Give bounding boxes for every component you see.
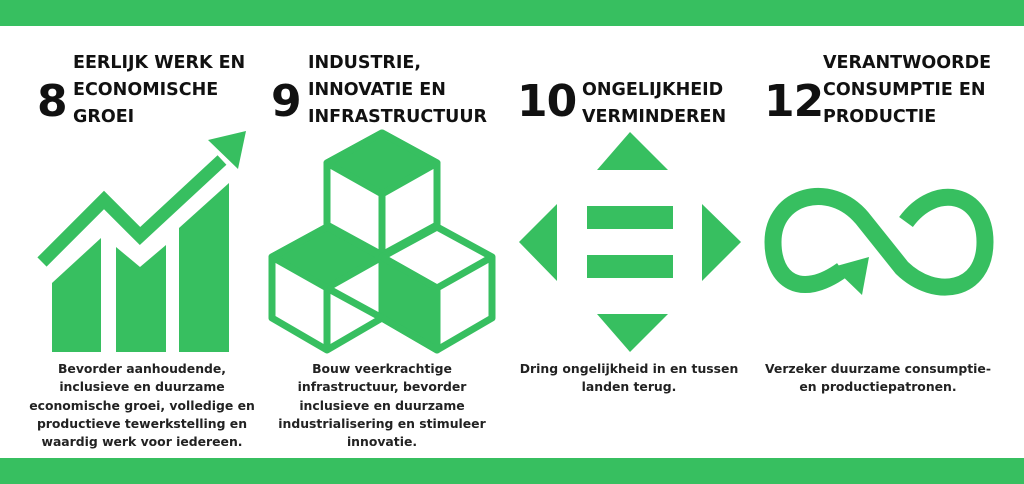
arrow-left-icon — [519, 204, 557, 281]
goal-12-number: 12 — [764, 76, 824, 127]
title-line: INNOVATIE EN — [308, 80, 446, 100]
goal-9-description: Bouw veerkrachtige infrastructuur, bevor… — [278, 361, 486, 450]
goal-10-number: 10 — [517, 76, 577, 127]
bottom-banner-bar — [0, 458, 1024, 484]
growth-chart-icon — [37, 131, 246, 352]
title-line: VERMINDEREN — [582, 107, 727, 127]
title-line: VERANTWOORDE — [823, 53, 992, 73]
goal-9-number: 9 — [271, 76, 302, 127]
goal-8-description: Bevorder aanhoudende, inclusieve en duur… — [29, 361, 255, 450]
goal-10-title: ONGELIJKHEID VERMINDEREN — [582, 77, 726, 131]
arrow-right-icon — [702, 204, 741, 281]
goal-8-number: 8 — [37, 76, 68, 127]
infinity-arrow-icon — [764, 188, 994, 296]
title-line: INFRASTRUCTUUR — [308, 107, 488, 127]
title-line: GROEI — [73, 107, 135, 127]
title-line: PRODUCTIE — [823, 107, 937, 127]
top-banner-bar — [0, 0, 1024, 26]
equals-bar-top — [587, 206, 673, 229]
equals-bar-bottom — [587, 255, 673, 278]
title-line: INDUSTRIE, — [308, 53, 422, 73]
goal-8-title: EERLIJK WERK EN ECONOMISCHE GROEI — [73, 50, 245, 131]
title-line: ECONOMISCHE — [73, 80, 219, 100]
cubes-icon — [268, 129, 496, 354]
goal-12-title: VERANTWOORDE CONSUMPTIE EN PRODUCTIE — [823, 50, 991, 131]
arrow-up-icon — [597, 132, 668, 170]
equality-arrows-icon — [519, 132, 741, 352]
title-line: ONGELIJKHEID — [582, 80, 724, 100]
goal-10-description: Dring ongelijkheid in en tussen landen t… — [519, 361, 739, 395]
title-line: EERLIJK WERK EN — [73, 53, 246, 73]
arrow-down-icon — [597, 314, 668, 352]
goal-9-title: INDUSTRIE, INNOVATIE EN INFRASTRUCTUUR — [308, 50, 487, 131]
title-line: CONSUMPTIE EN — [823, 80, 986, 100]
goal-12-description: Verzeker duurzame consumptie- en product… — [765, 361, 991, 395]
